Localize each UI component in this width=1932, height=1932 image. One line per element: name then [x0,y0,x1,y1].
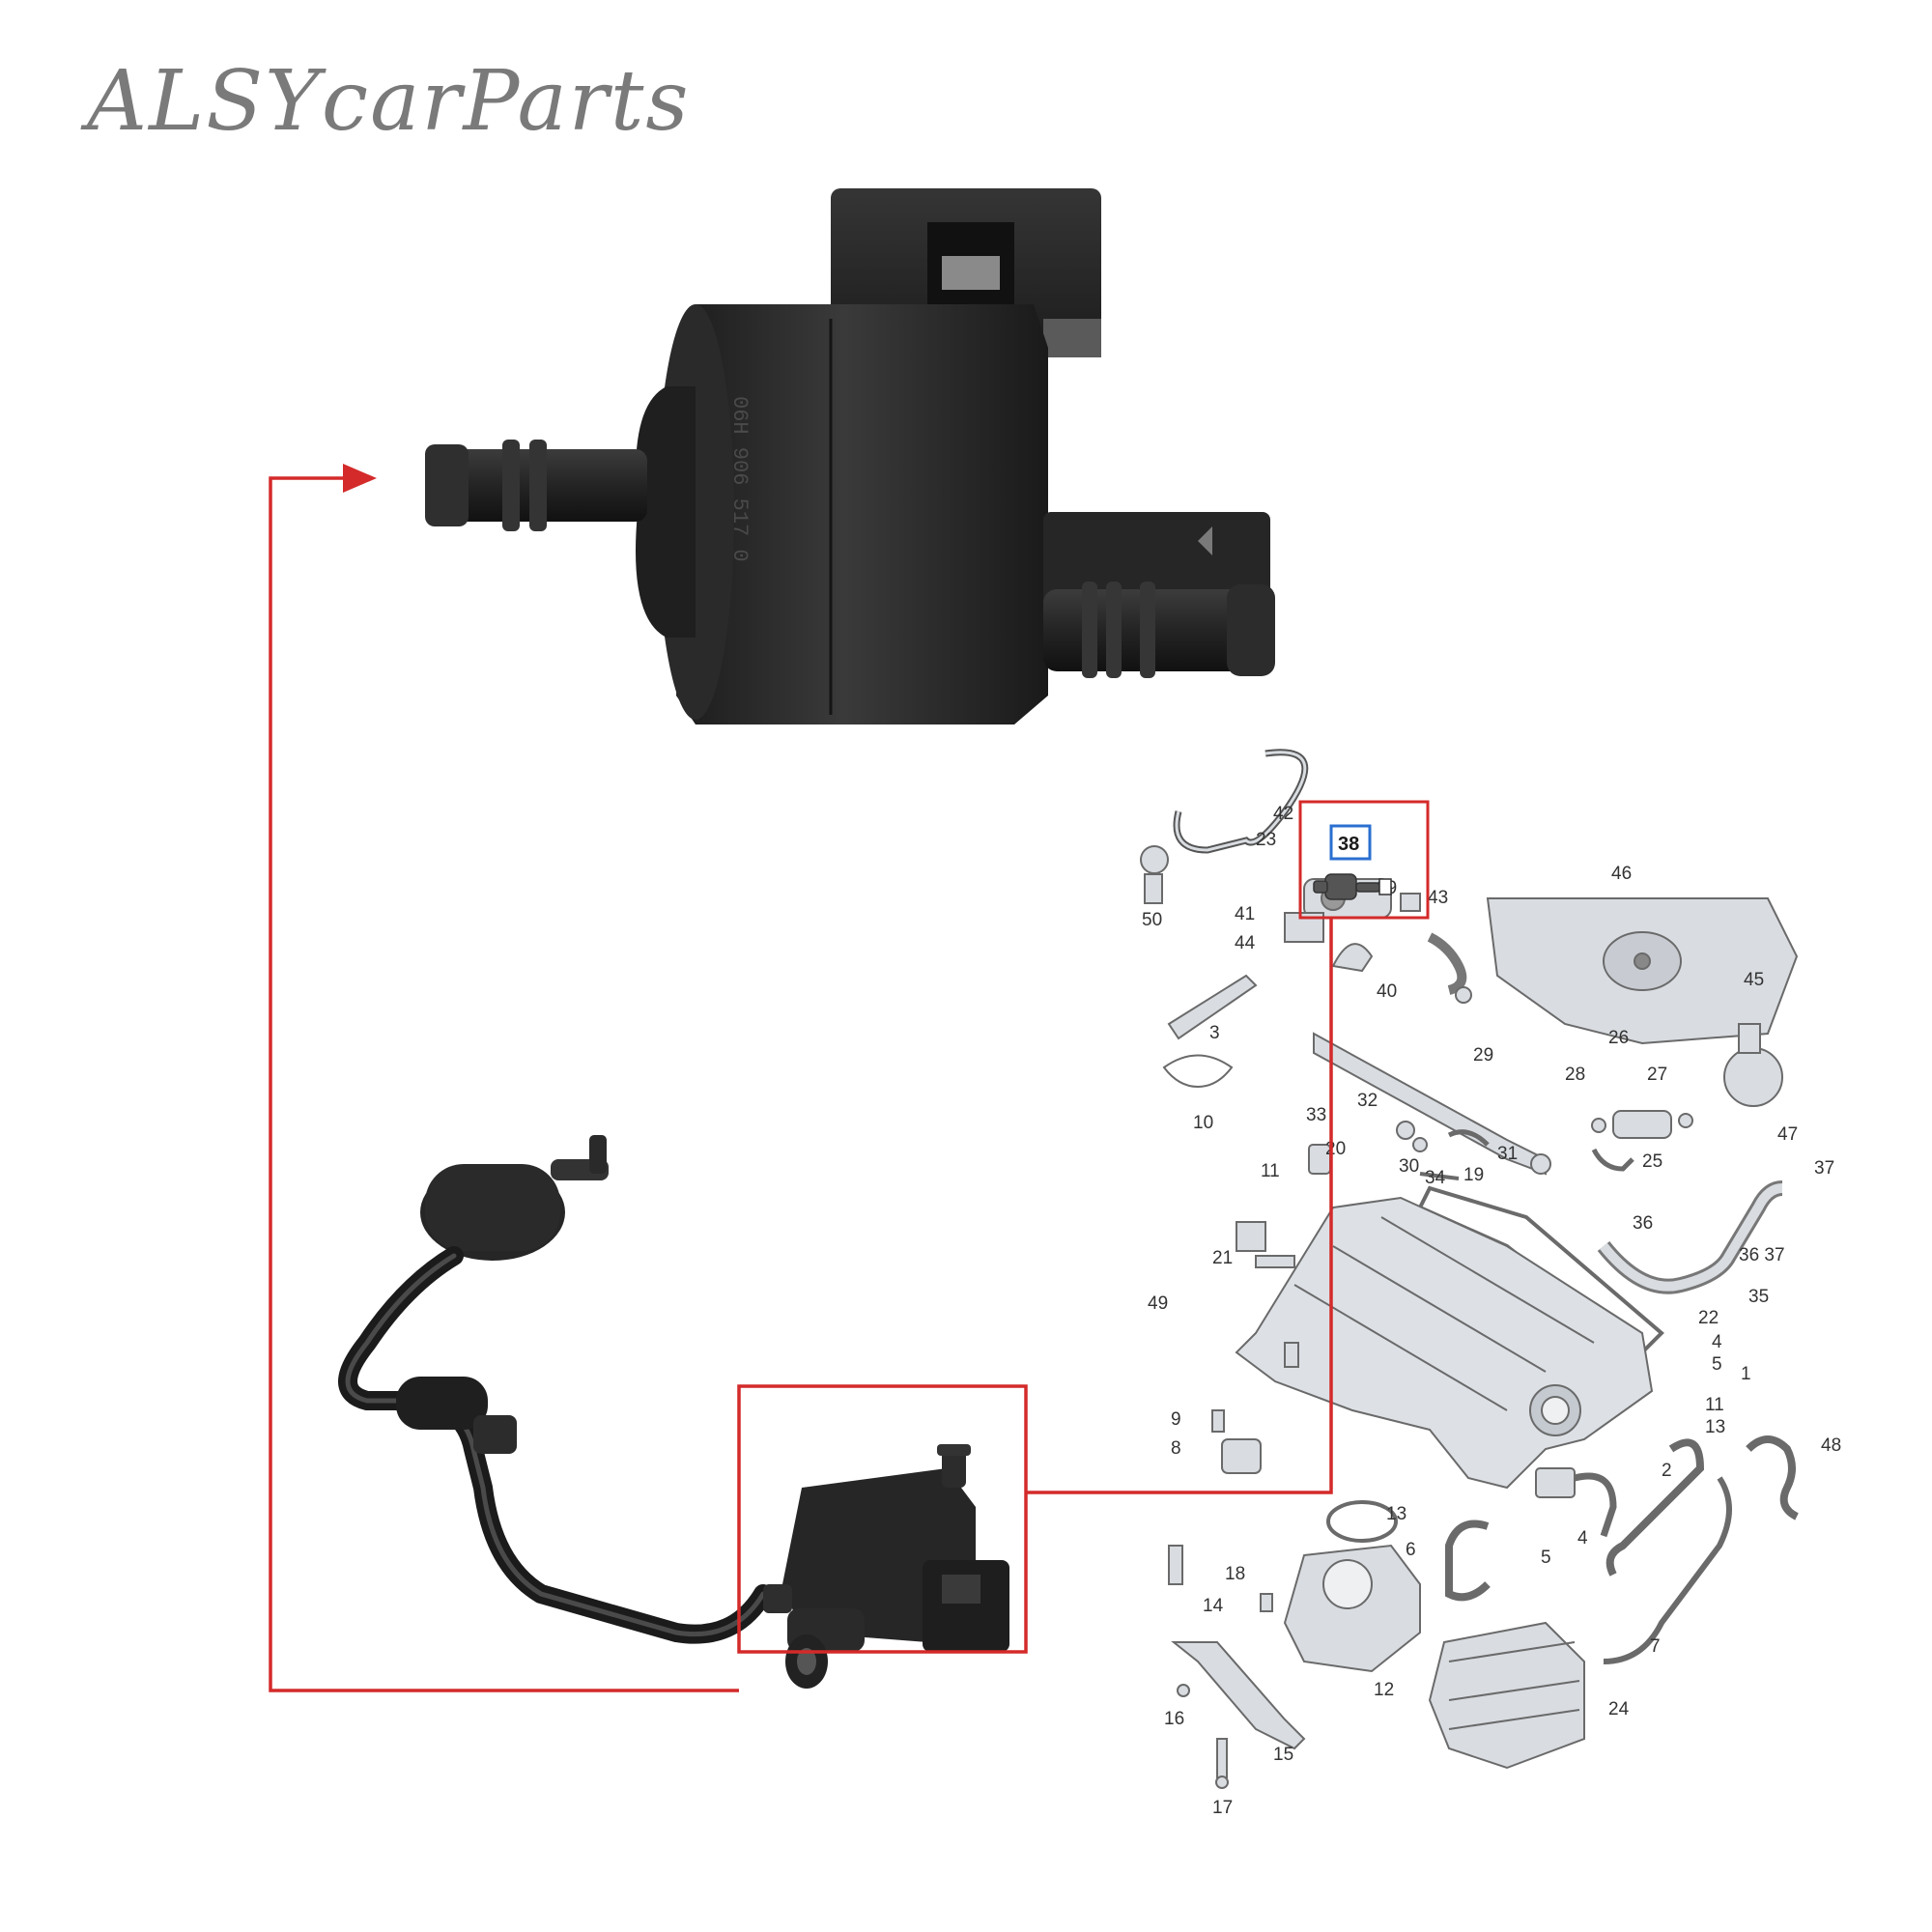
svg-text:44: 44 [1235,933,1256,953]
svg-text:47: 47 [1777,1124,1798,1145]
svg-text:24: 24 [1608,1699,1630,1719]
part-38-icon [1313,873,1392,900]
connector-arrows [269,476,1333,1692]
svg-text:18: 18 [1225,1564,1245,1584]
part-number-box [1329,824,1372,861]
svg-text:8: 8 [1171,1438,1181,1459]
svg-text:22: 22 [1698,1308,1719,1328]
svg-text:4: 4 [1712,1332,1722,1352]
svg-text:36: 36 [1633,1213,1653,1234]
svg-text:45: 45 [1744,970,1764,990]
svg-text:26: 26 [1608,1028,1629,1048]
svg-text:13: 13 [1705,1417,1725,1437]
svg-text:28: 28 [1565,1065,1585,1085]
svg-text:19: 19 [1463,1165,1484,1185]
svg-text:5: 5 [1712,1354,1722,1375]
svg-text:34: 34 [1425,1168,1446,1188]
exploded-parts-diagram [1140,749,1799,1789]
svg-text:49: 49 [1148,1293,1168,1314]
svg-text:35: 35 [1748,1287,1769,1307]
svg-text:13: 13 [1386,1504,1406,1524]
svg-text:15: 15 [1273,1745,1293,1765]
svg-text:11: 11 [1261,1161,1280,1181]
svg-text:14: 14 [1203,1596,1224,1616]
svg-text:11: 11 [1705,1395,1724,1415]
svg-text:12: 12 [1374,1680,1394,1700]
svg-text:21: 21 [1212,1248,1233,1268]
svg-text:33: 33 [1306,1105,1326,1125]
arrow-head [343,464,377,493]
svg-text:41: 41 [1235,904,1255,924]
brand-logo: ALSYcarParts [87,53,691,150]
svg-text:27: 27 [1647,1065,1667,1085]
svg-text:43: 43 [1428,888,1448,908]
svg-text:40: 40 [1377,981,1397,1002]
purge-valve-with-hose [338,1135,1009,1689]
svg-text:36 37: 36 37 [1739,1245,1785,1265]
svg-text:23: 23 [1256,830,1276,850]
svg-text:1: 1 [1741,1364,1751,1384]
svg-text:17: 17 [1212,1798,1233,1818]
svg-text:20: 20 [1325,1139,1346,1159]
svg-text:30: 30 [1399,1156,1419,1177]
svg-text:10: 10 [1193,1113,1213,1133]
svg-text:9: 9 [1171,1409,1181,1430]
svg-text:50: 50 [1142,910,1162,930]
svg-text:6: 6 [1406,1540,1416,1560]
svg-text:32: 32 [1357,1091,1378,1111]
svg-text:29: 29 [1473,1045,1493,1065]
valve-marking-text: 06H 906 517 0 [727,396,752,562]
svg-text:7: 7 [1650,1636,1661,1657]
purge-valve-large: 06H 906 517 0 [425,188,1275,724]
highlight-frame-diagram [1298,800,1430,920]
svg-text:37: 37 [1814,1158,1834,1179]
svg-text:4: 4 [1577,1528,1588,1548]
svg-text:2: 2 [1662,1461,1672,1481]
svg-text:16: 16 [1164,1709,1184,1729]
svg-text:25: 25 [1642,1151,1662,1172]
svg-text:3: 3 [1209,1023,1220,1043]
svg-text:5: 5 [1541,1548,1551,1568]
svg-text:46: 46 [1611,864,1632,884]
part-number-38: 38 [1338,834,1359,855]
svg-text:48: 48 [1821,1435,1841,1456]
svg-text:42: 42 [1273,804,1293,824]
svg-text:31: 31 [1497,1144,1518,1164]
